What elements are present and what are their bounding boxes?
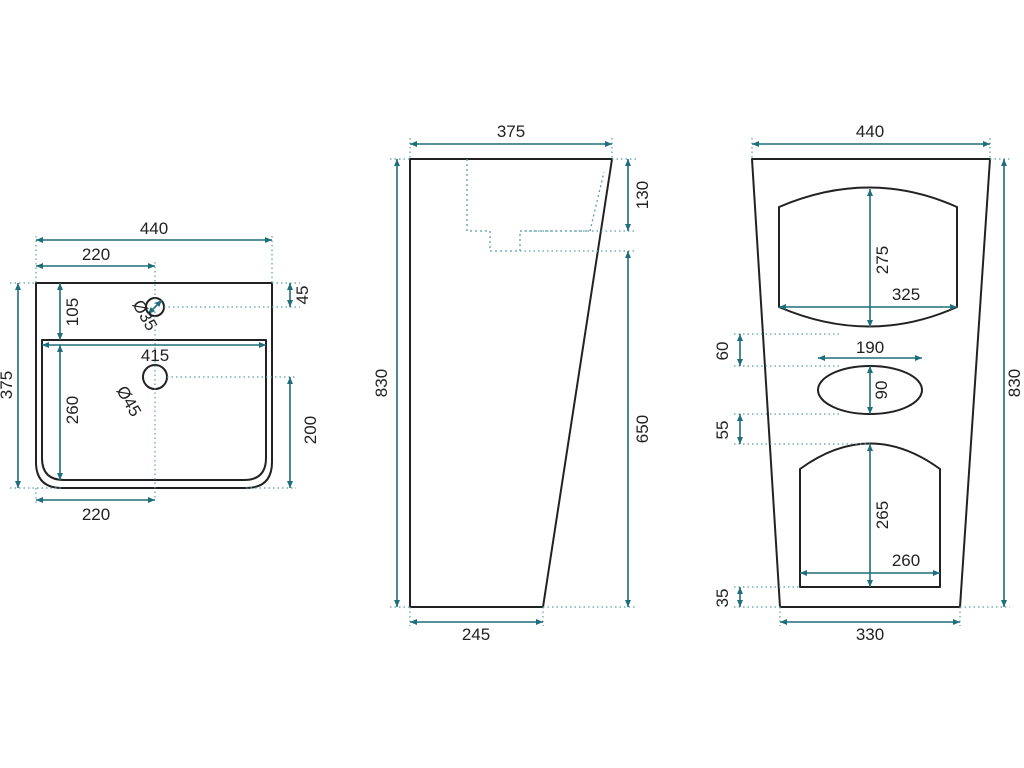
label-bowl-width: 415 bbox=[141, 346, 169, 365]
upper-opening bbox=[778, 186, 958, 328]
label-tap-offset: 105 bbox=[63, 298, 82, 326]
label-side-base-width: 245 bbox=[462, 625, 490, 644]
label-side-total-height: 830 bbox=[372, 369, 391, 397]
label-front-gap-upper: 60 bbox=[713, 342, 732, 361]
bowl-outline bbox=[41, 339, 267, 481]
label-front-upper-height: 275 bbox=[873, 246, 892, 274]
label-back-rim: 45 bbox=[293, 286, 312, 305]
label-front-total-height: 830 bbox=[1005, 369, 1024, 397]
label-front-oval-width: 190 bbox=[856, 338, 884, 357]
label-front-bottom-margin: 35 bbox=[713, 589, 732, 608]
label-front-base-width: 330 bbox=[856, 625, 884, 644]
label-width-half-top: 220 bbox=[82, 245, 110, 264]
label-front-upper-width: 325 bbox=[892, 285, 920, 304]
label-front-oval-height: 90 bbox=[872, 381, 891, 400]
hidden-bowl-and-drain bbox=[466, 159, 605, 252]
label-side-top-width: 375 bbox=[497, 122, 525, 141]
label-width-total: 440 bbox=[140, 219, 168, 238]
top-view: 440 220 45 105 Ø35 415 Ø45 260 375 200 2… bbox=[0, 219, 320, 524]
label-front-lower-width: 260 bbox=[892, 551, 920, 570]
drain-hole bbox=[142, 364, 168, 390]
label-drain-diameter: Ø45 bbox=[113, 383, 146, 420]
pedestal-front-outline bbox=[751, 158, 991, 608]
label-tap-diameter: Ø35 bbox=[129, 297, 162, 334]
lower-opening bbox=[799, 442, 941, 588]
front-view: 440 275 325 60 190 90 55 265 260 35 330 … bbox=[713, 122, 1024, 644]
label-side-basin-height: 130 bbox=[633, 181, 652, 209]
label-front-top-width: 440 bbox=[856, 122, 884, 141]
dim-tap-diameter bbox=[147, 299, 163, 315]
pedestal-profile bbox=[409, 158, 613, 608]
label-drain-offset: 200 bbox=[301, 416, 320, 444]
label-bowl-depth: 260 bbox=[63, 396, 82, 424]
side-view: 375 130 830 650 245 bbox=[372, 122, 652, 644]
label-width-half-bottom: 220 bbox=[82, 505, 110, 524]
label-side-pedestal-height: 650 bbox=[633, 415, 652, 443]
label-depth-total: 375 bbox=[0, 371, 16, 399]
label-front-gap-lower: 55 bbox=[713, 421, 732, 440]
label-front-lower-height: 265 bbox=[873, 501, 892, 529]
